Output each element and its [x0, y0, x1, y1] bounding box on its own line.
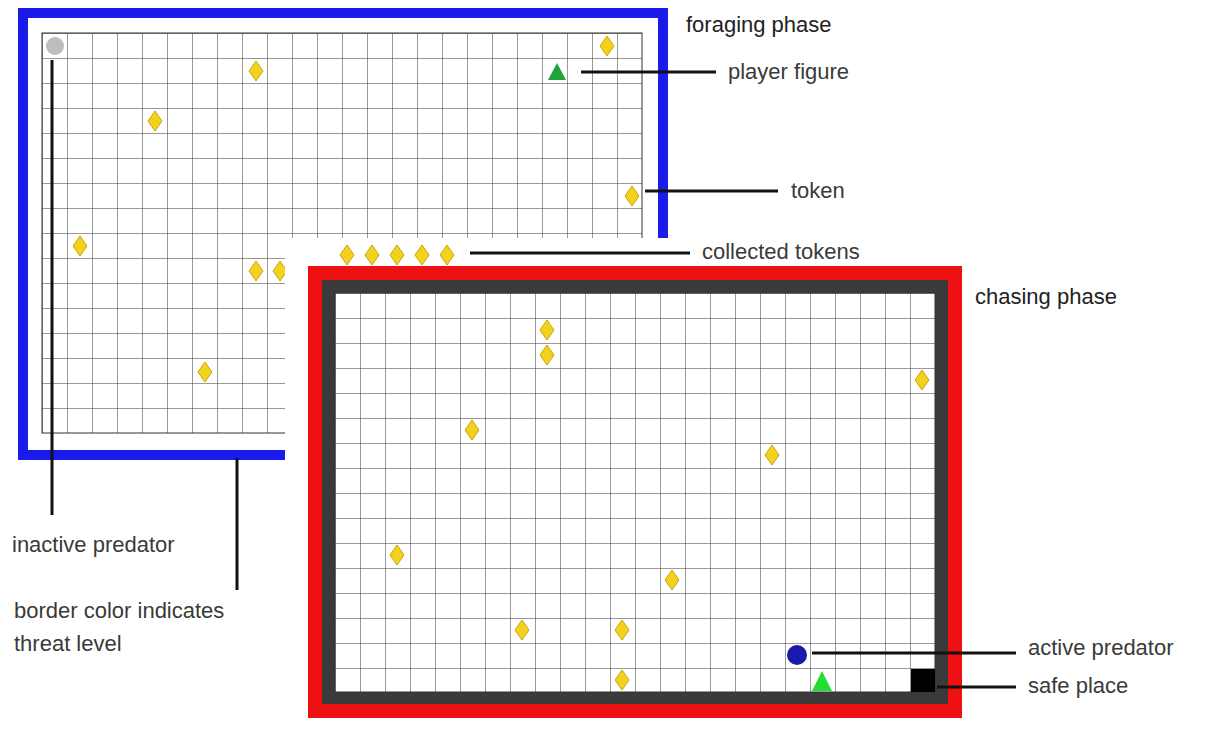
- token: [765, 445, 779, 465]
- inactive-predator: [46, 37, 64, 55]
- callout-label: border color indicates threat level: [14, 594, 276, 660]
- token: [465, 420, 479, 440]
- leader-line: [236, 458, 239, 590]
- token: [365, 245, 379, 265]
- token: [73, 236, 87, 256]
- token: [249, 61, 263, 81]
- active-predator: [787, 645, 807, 665]
- leader-line: [51, 60, 54, 515]
- collected-tokens: [340, 245, 454, 265]
- callout-label: safe place: [1028, 671, 1128, 701]
- safe-place: [911, 669, 935, 692]
- token: [600, 36, 614, 56]
- token: [540, 320, 554, 340]
- token: [665, 570, 679, 590]
- game-grid: [335, 293, 935, 692]
- callout-label: collected tokens: [702, 237, 860, 267]
- screen-title: chasing phase: [975, 282, 1117, 312]
- token: [515, 620, 529, 640]
- token: [540, 345, 554, 365]
- leader-line: [937, 686, 1016, 689]
- screen-title: foraging phase: [686, 10, 832, 40]
- token: [915, 370, 929, 390]
- leader-line: [645, 190, 778, 193]
- leader-line: [581, 71, 716, 74]
- leader-line: [470, 252, 690, 255]
- callout-label: inactive predator: [12, 530, 175, 560]
- token-group: [390, 320, 929, 690]
- token: [249, 261, 263, 281]
- token: [273, 261, 287, 281]
- token: [615, 620, 629, 640]
- token: [148, 111, 162, 131]
- token: [615, 670, 629, 690]
- callout-label: active predator: [1028, 633, 1174, 663]
- player-figure: [548, 63, 566, 80]
- token: [415, 245, 429, 265]
- token: [390, 245, 404, 265]
- threat-border: [315, 273, 955, 711]
- player-figure: [812, 671, 832, 691]
- grid-ground: [335, 293, 935, 692]
- leader-line: [812, 652, 1016, 655]
- callout-label: token: [791, 176, 845, 206]
- callout-label: player figure: [728, 57, 849, 87]
- token: [340, 245, 354, 265]
- token: [440, 245, 454, 265]
- token: [390, 545, 404, 565]
- screen-panel: [285, 238, 965, 731]
- token: [198, 362, 212, 382]
- token: [625, 186, 639, 206]
